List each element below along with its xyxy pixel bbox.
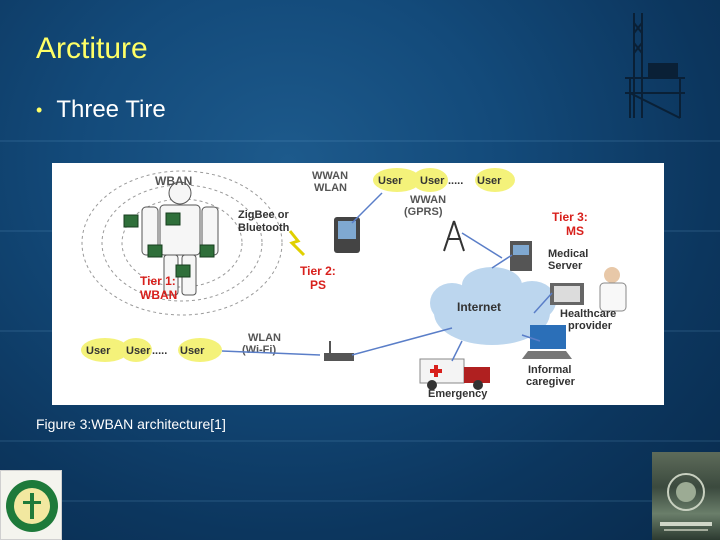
- slide-title: Arctiture: [36, 32, 148, 65]
- bottom-user-1: User: [86, 345, 111, 357]
- wban-label: WBAN: [155, 174, 192, 188]
- user-bubble: [412, 168, 448, 192]
- tier3-label-2: MS: [566, 224, 584, 238]
- bullet-dot: •: [36, 99, 43, 120]
- top-users-group: User User ..... User: [373, 168, 515, 192]
- medical-server-label-1: Medical: [548, 248, 588, 260]
- zigbee-lightning-icon: [288, 230, 306, 257]
- cell-tower-icon: [443, 220, 465, 252]
- healthcare-label-2: provider: [568, 320, 613, 332]
- top-ellipsis: .....: [448, 175, 463, 187]
- bottom-user-2: User: [126, 345, 151, 357]
- user-bubble: [475, 168, 515, 192]
- wban-architecture-figure: WBAN ZigBee or Bluetooth Tier 1: WBAN Ti…: [52, 163, 664, 405]
- wwan-gprs-label-1: WWAN: [410, 194, 446, 206]
- network-links: [221, 192, 553, 362]
- medical-server-icon: [510, 241, 532, 271]
- tier2-label-2: PS: [310, 278, 326, 292]
- wwan-gprs-label-2: (GPRS): [404, 206, 443, 218]
- architecture-diagram: WBAN ZigBee or Bluetooth Tier 1: WBAN Ti…: [81, 168, 627, 400]
- top-user-1: User: [378, 175, 403, 187]
- wwan-wlan-label-2: WLAN: [314, 182, 347, 194]
- healthcare-label-1: Healthcare: [560, 308, 616, 320]
- emergency-label: Emergency: [428, 388, 488, 400]
- bottom-user-n: User: [180, 345, 205, 357]
- user-bubble: [178, 338, 222, 362]
- doctor-icon: [599, 267, 627, 312]
- wwan-wlan-label-1: WWAN: [312, 170, 348, 182]
- informal-label-2: caregiver: [526, 376, 576, 388]
- caregiver-laptop-icon: [522, 325, 572, 359]
- wlan-wifi-label-1: WLAN: [248, 332, 281, 344]
- informal-label-1: Informal: [528, 364, 571, 376]
- wlan-wifi-label-2: (Wi-Fi): [242, 344, 276, 356]
- bullet-item: • Three Tire: [36, 96, 166, 124]
- bullet-text: Three Tire: [56, 96, 166, 123]
- tier3-label-1: Tier 3:: [552, 210, 588, 224]
- bottom-ellipsis: .....: [152, 345, 167, 357]
- oil-rig-image: [625, 13, 685, 119]
- tier2-label-1: Tier 2:: [300, 264, 336, 278]
- sensor-icons: [123, 212, 215, 278]
- user-bubble: [120, 338, 152, 362]
- top-user-2: User: [420, 175, 445, 187]
- zigbee-label-1: ZigBee or: [238, 209, 289, 221]
- ambulance-icon: [419, 358, 490, 390]
- top-user-n: User: [477, 175, 502, 187]
- internet-label: Internet: [457, 300, 501, 314]
- tier1-label-1: Tier 1:: [140, 274, 176, 288]
- figure-caption: Figure 3:WBAN architecture[1]: [36, 416, 226, 432]
- zigbee-label-2: Bluetooth: [238, 222, 290, 234]
- pda-icon: [334, 217, 360, 253]
- user-bubble: [373, 168, 421, 192]
- user-bubble: [81, 338, 129, 362]
- tier1-label-2: WBAN: [140, 288, 177, 302]
- bottom-users-group: User User ..... User: [81, 338, 222, 362]
- internet-cloud: [430, 267, 556, 345]
- wifi-router-icon: [324, 341, 354, 361]
- healthcare-computer-icon: [550, 283, 584, 305]
- university-logo: [0, 470, 62, 540]
- medical-server-label-2: Server: [548, 260, 583, 272]
- book-cover-image: [652, 452, 720, 540]
